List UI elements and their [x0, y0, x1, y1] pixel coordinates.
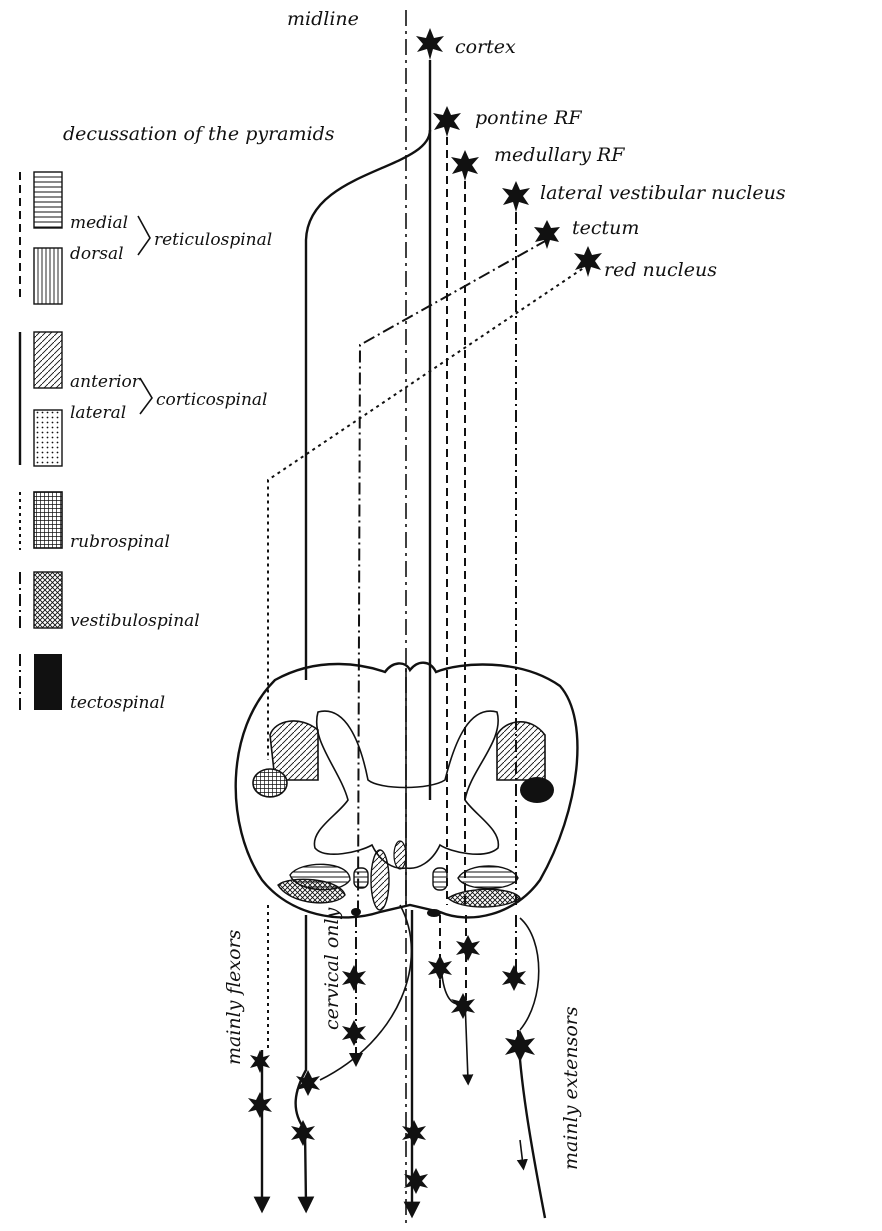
- lateral-corticospinal-tract-path: [306, 60, 430, 680]
- legend-tectospinal-label: tectospinal: [70, 693, 165, 713]
- cs-motoneuron-icon: [291, 1120, 315, 1146]
- legend-dorsal-label: dorsal: [70, 244, 124, 264]
- left-rubrospinal-area: [253, 769, 287, 797]
- right-tectospinal-dot: [427, 909, 441, 917]
- legend-corticospinal-label: corticospinal: [156, 390, 267, 410]
- midline-label: midline: [287, 8, 359, 30]
- corticospinal-flexor-axon: [296, 915, 306, 1205]
- medullary-rf-neuron-icon: [451, 150, 479, 181]
- flexor-motoneuron-1-icon: [248, 1092, 272, 1118]
- flexor-interneuron-1-icon: [250, 1050, 270, 1073]
- legend: medial dorsal reticulospinal anterior la…: [20, 172, 272, 713]
- reticulospinal-neuron-2-icon: [456, 935, 480, 961]
- right-medial-reticulospinal-area: [458, 866, 518, 889]
- right-reticulospinal-small-area: [433, 868, 447, 890]
- reticulospinal-neuron-3-icon: [451, 993, 475, 1019]
- left-reticulospinal-small-area: [354, 868, 368, 888]
- lateral-vestibular-neuron-icon: [502, 181, 530, 212]
- legend-reticulospinal-label: reticulospinal: [154, 230, 272, 250]
- lateral-vestibular-nucleus-label: lateral vestibular nucleus: [540, 182, 786, 204]
- reticulospinal-neuron-1-icon: [428, 955, 452, 981]
- central-canal: [394, 841, 406, 869]
- legend-swatch-dorsal: [34, 248, 62, 304]
- tectospinal-path: [358, 240, 547, 910]
- anterior-cs-neuron-2-icon: [404, 1168, 428, 1194]
- rubrospinal-path: [268, 265, 588, 760]
- right-rubrospinal-area: [520, 777, 554, 803]
- legend-bracket-reticulospinal: [138, 216, 150, 255]
- vestibulospinal-neuron-1-icon: [502, 965, 526, 991]
- legend-swatch-medial: [34, 172, 62, 228]
- legend-swatch-tectospinal: [34, 654, 62, 710]
- left-anterior-corticospinal-area: [371, 850, 389, 910]
- medullary-rf-label: medullary RF: [494, 144, 625, 166]
- extensor-arrow: [520, 1140, 523, 1165]
- extensor-motor-axon: [518, 1030, 545, 1218]
- legend-swatch-vestibulospinal: [34, 572, 62, 628]
- spinal-cord-cross-section: [236, 663, 578, 918]
- legend-bracket-corticospinal: [140, 378, 152, 414]
- tectospinal-neuron-1-icon: [342, 965, 366, 991]
- legend-swatch-anterior: [34, 332, 62, 388]
- mainly-extensors-label: mainly extensors: [560, 1006, 582, 1170]
- extensor-motoneuron-icon: [505, 1030, 535, 1062]
- cortex-neuron-icon: [416, 28, 444, 60]
- legend-lateral-label: lateral: [70, 403, 126, 423]
- right-vestibulospinal-area: [448, 889, 520, 907]
- legend-swatch-lateral: [34, 410, 62, 466]
- legend-rubrospinal-label: rubrospinal: [70, 532, 170, 552]
- legend-medial-label: medial: [70, 213, 128, 233]
- legend-swatch-rubrospinal: [34, 492, 62, 548]
- red-nucleus-label: red nucleus: [604, 259, 717, 281]
- pontine-rf-label: pontine RF: [475, 107, 582, 129]
- decussation-label: decussation of the pyramids: [63, 123, 335, 145]
- red-nucleus-neuron-icon: [574, 246, 602, 277]
- tectum-label: tectum: [572, 217, 639, 239]
- legend-vestibulospinal-label: vestibulospinal: [70, 611, 200, 631]
- tectospinal-neuron-2-icon: [342, 1020, 366, 1046]
- legend-anterior-label: anterior: [70, 372, 141, 392]
- left-tectospinal-dot: [351, 908, 361, 916]
- cervical-only-label: cervical only: [321, 907, 343, 1030]
- cortex-label: cortex: [455, 36, 516, 58]
- reticulospinal-motor-axon: [442, 975, 468, 1080]
- pontine-rf-neuron-icon: [433, 106, 461, 137]
- mainly-flexors-label: mainly flexors: [223, 929, 245, 1065]
- right-lateral-corticospinal-area: [497, 722, 545, 780]
